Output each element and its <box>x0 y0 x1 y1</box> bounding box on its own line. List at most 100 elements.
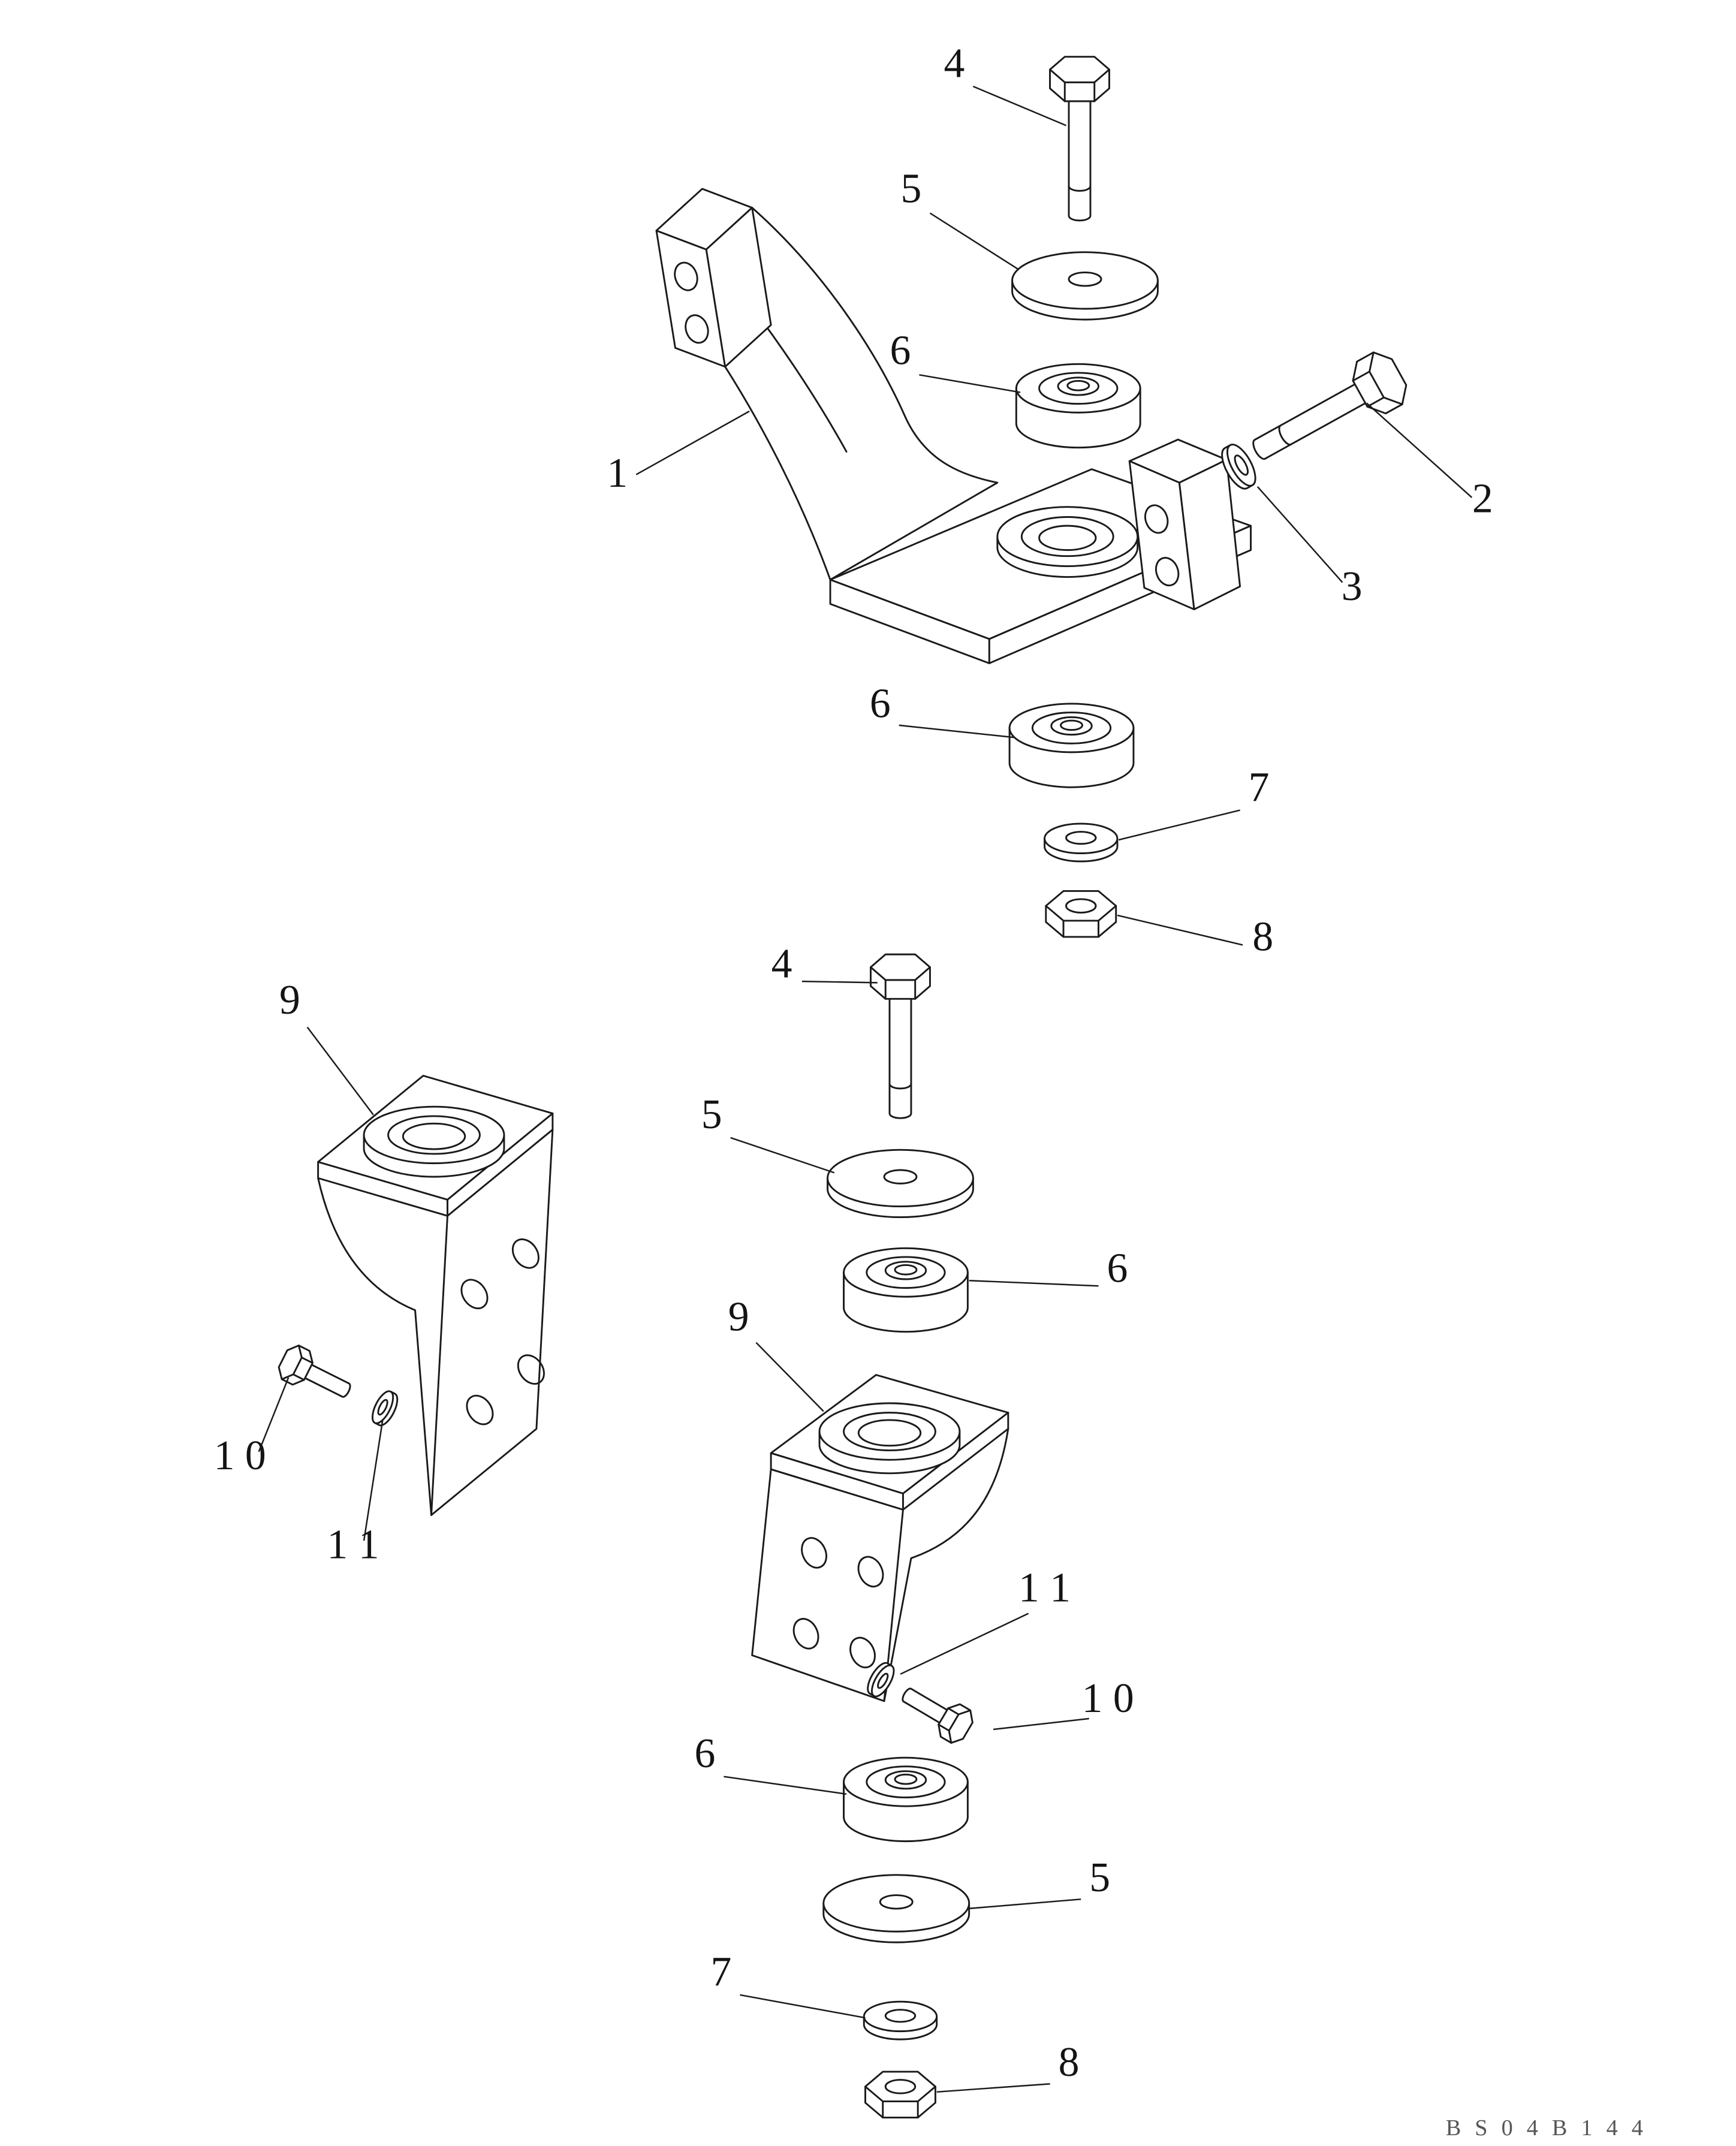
flat-washer <box>827 1149 974 1219</box>
callout: 1 0 <box>214 1377 290 1479</box>
callout-label: 1 <box>607 450 628 496</box>
callout-label: 6 <box>695 1731 716 1777</box>
callout-label: 1 0 <box>214 1433 266 1479</box>
callout-label: 7 <box>1249 764 1270 810</box>
small-washer <box>1044 822 1119 863</box>
callout-label: 5 <box>1089 1855 1110 1901</box>
callout: 4 <box>771 941 878 987</box>
leader-line <box>801 980 878 984</box>
callout: 6 <box>870 680 1014 739</box>
callout: 5 <box>701 1092 835 1174</box>
callout-label: 5 <box>701 1092 722 1138</box>
callout-label: 8 <box>1252 914 1273 960</box>
callout-label: 6 <box>890 327 911 373</box>
pad-hole <box>685 314 709 344</box>
callout-label: 1 1 <box>1018 1565 1071 1611</box>
boss-ring <box>387 1115 481 1155</box>
boss-hole <box>402 1122 466 1150</box>
leader-line <box>969 1280 1099 1287</box>
callout-label: 9 <box>728 1294 749 1340</box>
leader-line <box>1117 914 1243 946</box>
callout-label: 6 <box>870 680 891 727</box>
callout: 1 0 <box>993 1675 1134 1731</box>
pad-side <box>705 207 772 368</box>
callouts: 4 5 6 1 2 3 6 7 <box>214 40 1493 2093</box>
engine-mount-bracket <box>655 188 1252 664</box>
bracket-bend <box>317 1177 432 1516</box>
callout-label: 3 <box>1342 563 1363 610</box>
callout-label: 8 <box>1059 2039 1080 2085</box>
figure-code: B S 0 4 B 1 4 4 <box>1446 2115 1647 2141</box>
isolator-cushion <box>843 1756 969 1843</box>
leader-line <box>919 374 1021 393</box>
callout: 6 <box>969 1246 1128 1292</box>
plate-hole <box>460 1279 489 1310</box>
hex-nut <box>1045 890 1117 938</box>
plate-hole <box>511 1238 540 1269</box>
flat-washer <box>1011 251 1159 321</box>
pad-hole <box>674 261 698 291</box>
callout: 8 <box>1117 914 1273 960</box>
leader-line <box>899 724 1014 739</box>
leader-line <box>993 1717 1089 1731</box>
pad-side <box>1178 459 1241 610</box>
leader-line <box>1118 809 1240 841</box>
bracket-bend <box>883 1428 1009 1702</box>
callout-label: 1 1 <box>327 1521 379 1568</box>
boss-hole <box>1038 525 1097 551</box>
leader-line <box>972 85 1067 126</box>
callout: 8 <box>936 2039 1080 2093</box>
flat-washer <box>822 1874 971 1943</box>
leader-line <box>755 1342 824 1412</box>
small-washer <box>863 2000 938 2040</box>
leader-line <box>1366 402 1473 498</box>
callout: 4 <box>944 40 1067 126</box>
leader-line <box>635 410 750 475</box>
callout: 1 <box>607 410 750 496</box>
callout: 6 <box>695 1731 847 1795</box>
isolator-cushion <box>1015 363 1141 449</box>
callout: 6 <box>890 327 1021 393</box>
callout: 7 <box>1118 764 1270 841</box>
plate-hole <box>517 1354 545 1385</box>
leader-line <box>724 1776 847 1795</box>
boss-ring <box>843 1412 936 1452</box>
plate-hole <box>857 1556 884 1588</box>
boss-ring <box>1020 516 1114 557</box>
lower-mount-assembly <box>751 953 1009 2119</box>
isolator-cushion <box>843 1247 969 1333</box>
leader-line <box>1256 486 1343 583</box>
pad-hole <box>1144 504 1169 534</box>
callout-label: 2 <box>1472 476 1493 522</box>
leader-line <box>730 1137 835 1174</box>
callout: 9 <box>279 977 374 1116</box>
bracket-arm <box>724 207 999 581</box>
leader-line <box>363 1419 384 1541</box>
flange-edge <box>447 1112 554 1217</box>
left-angle-bracket-assembly <box>273 1075 554 1516</box>
flange-edge <box>902 1412 1009 1511</box>
callout: 5 <box>901 166 1020 270</box>
callout: 2 <box>1366 402 1493 522</box>
hex-nut <box>864 2070 936 2119</box>
callout: 9 <box>728 1294 824 1412</box>
plate-hole <box>801 1537 828 1569</box>
callout-label: 6 <box>1107 1246 1128 1292</box>
leader-line <box>936 2083 1050 2093</box>
isolator-cushion <box>1008 703 1135 788</box>
callout: 1 1 <box>900 1565 1071 1675</box>
upper-mount-assembly <box>655 56 1415 938</box>
leader-line <box>258 1377 290 1452</box>
leader-line <box>968 1898 1081 1910</box>
angle-bracket <box>751 1374 1009 1702</box>
pad-hole <box>1155 557 1180 587</box>
callout-label: 1 0 <box>1082 1675 1134 1722</box>
leader-line <box>740 1994 866 2019</box>
leader-line <box>929 212 1020 270</box>
plate-hole <box>849 1636 876 1669</box>
callout-label: 4 <box>771 941 792 987</box>
callout: 3 <box>1256 486 1363 610</box>
leader-line <box>306 1026 374 1116</box>
